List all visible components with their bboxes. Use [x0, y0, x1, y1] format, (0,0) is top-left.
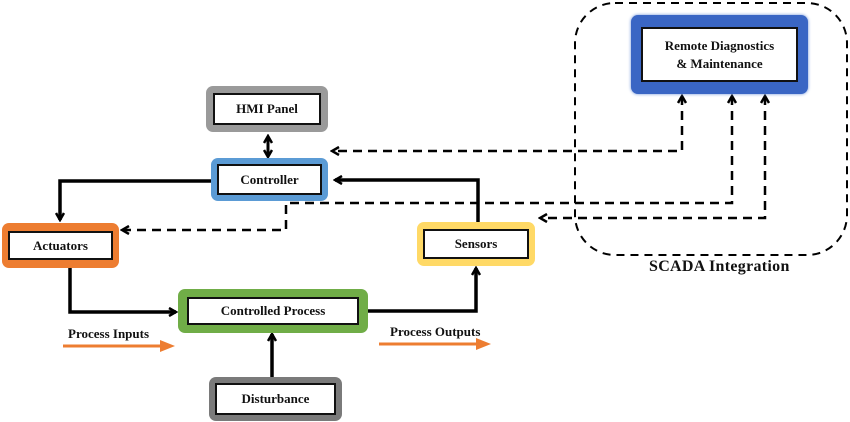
actuators-label: Actuators	[33, 237, 88, 253]
disturbance-node: Disturbance	[209, 377, 342, 421]
remote-controller-dashed-link	[332, 96, 682, 151]
controller-node: Controller	[211, 158, 328, 201]
controlled-process-label: Controlled Process	[220, 303, 326, 319]
hmi-panel-node: HMI Panel	[206, 86, 328, 132]
process-inputs-arrow	[63, 340, 175, 352]
sensors-label: Sensors	[454, 236, 498, 252]
process-to-sensors-arrow	[368, 268, 476, 313]
process-outputs-arrow	[379, 338, 491, 350]
scada-integration-label: SCADA Integration	[649, 258, 790, 275]
controller-to-actuators-arrow	[60, 179, 213, 220]
remote-diagnostics-label-line1: Remote Diagnostics	[664, 37, 775, 53]
controlled-process-node: Controlled Process	[178, 289, 368, 333]
remote-diagnostics-label-line2: & Maintenance	[676, 55, 763, 71]
sensors-node: Sensors	[417, 222, 535, 266]
remote-diagnostics-node: Remote Diagnostics & Maintenance	[631, 15, 808, 94]
remote-sensors-dashed-link	[540, 96, 765, 218]
remote-actuators-dashed-link	[122, 96, 732, 230]
process-outputs-label: Process Outputs	[390, 324, 481, 339]
actuators-node: Actuators	[2, 223, 119, 268]
disturbance-label: Disturbance	[241, 391, 310, 407]
actuators-to-process-arrow	[68, 268, 176, 312]
hmi-panel-label: HMI Panel	[236, 101, 298, 117]
process-inputs-label: Process Inputs	[68, 326, 150, 341]
sensors-to-controller-arrow	[335, 180, 480, 223]
controller-label: Controller	[240, 171, 299, 187]
